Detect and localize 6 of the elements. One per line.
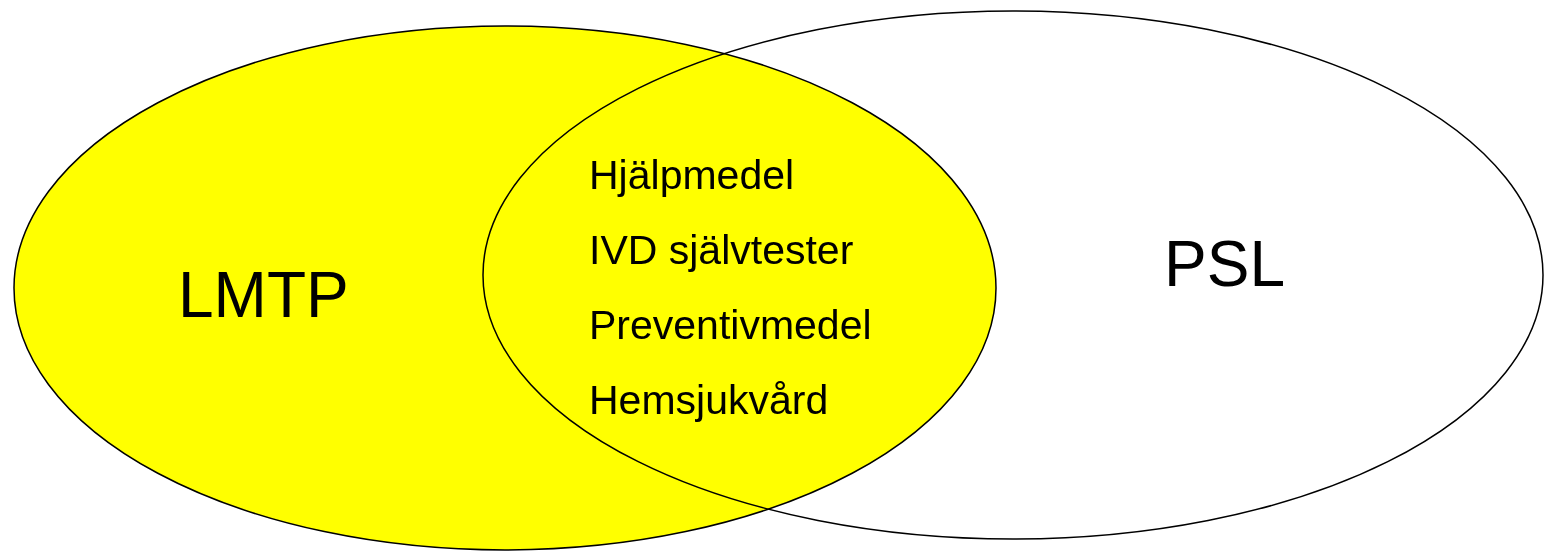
item-label: Preventivmedel [589,305,872,346]
item-label: Hjälpmedel [589,155,795,196]
set-label: PSL [1164,232,1285,296]
item-label: Hemsjukvård [589,380,829,421]
item-label: IVD självtester [589,230,854,271]
set-label: LMTP [178,263,349,327]
